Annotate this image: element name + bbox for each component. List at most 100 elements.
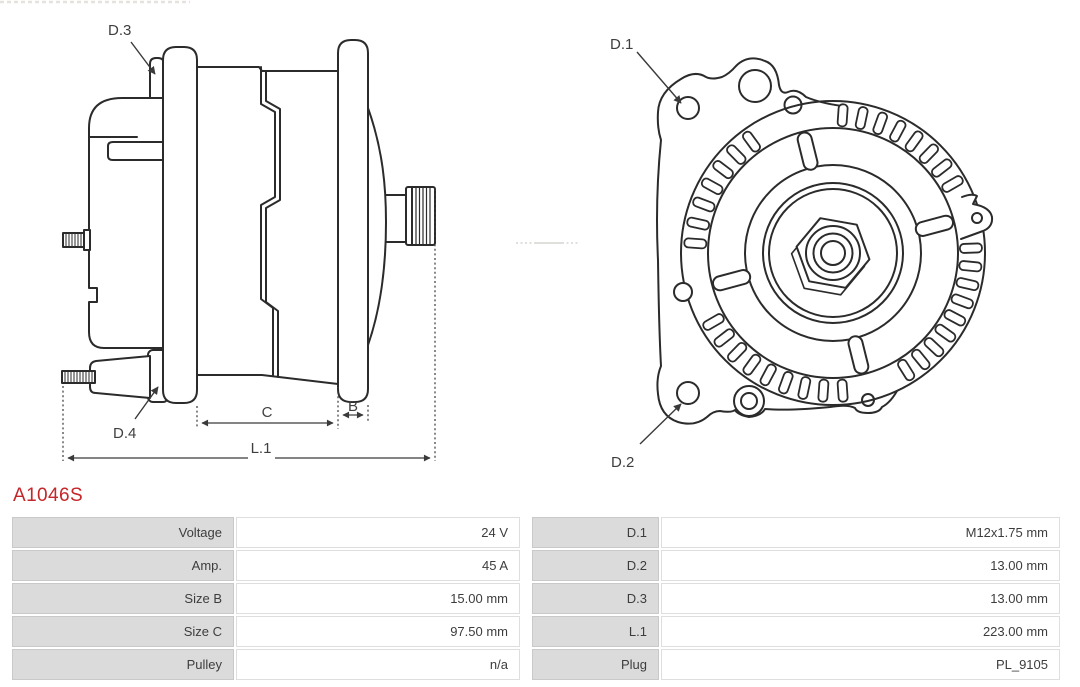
- dim-label-b: B: [348, 398, 358, 415]
- vent-slot: [958, 260, 983, 273]
- rear-view-drawing: [656, 57, 994, 425]
- body-bottom-edge: [196, 374, 339, 385]
- pulley-rim-inner: [762, 182, 904, 324]
- spec-value-cell: 15.00 mm: [236, 583, 520, 614]
- boss-hole-bottom-inner: [740, 392, 758, 410]
- vent-slot: [702, 313, 725, 331]
- vent-slot: [778, 371, 794, 395]
- vent-slot: [726, 144, 747, 165]
- vent-slot: [872, 111, 888, 135]
- spec-value-cell: 223.00 mm: [661, 616, 1060, 647]
- outer-ring: [680, 100, 986, 406]
- vent-slot: [955, 277, 980, 292]
- vent-slot: [943, 309, 967, 327]
- vent-slot: [692, 196, 716, 213]
- vent-slot: [836, 378, 849, 403]
- spec-value-cell: 13.00 mm: [661, 583, 1060, 614]
- spec-label-cell: Size B: [12, 583, 234, 614]
- spec-label-cell: Plug: [532, 649, 659, 680]
- spec-label-cell: Pulley: [12, 649, 234, 680]
- dim-label-l1: L.1: [251, 440, 272, 457]
- lower-boss: [89, 355, 151, 399]
- part-number: A1046S: [13, 485, 84, 506]
- vent-slot: [923, 337, 945, 358]
- shaft-center: [820, 240, 846, 266]
- vent-slot: [759, 363, 777, 387]
- shaft-end: [812, 232, 854, 274]
- rear-cover-bulge: [367, 107, 387, 346]
- spec-label-cell: Amp.: [12, 550, 234, 581]
- pulley-spoke: [796, 131, 819, 171]
- pulley-spokes: [711, 131, 955, 375]
- spec-value-cell: PL_9105: [661, 649, 1060, 680]
- bracket-outline: [656, 57, 898, 425]
- spec-row: Amp.45 A: [12, 550, 520, 581]
- front-bracket-leg: [162, 46, 198, 404]
- vent-slot: [683, 237, 708, 250]
- dim-label-d3: D.3: [108, 22, 131, 39]
- rear-housing: [88, 97, 164, 349]
- vent-slot: [950, 293, 974, 310]
- dim-label-d4: D.4: [113, 425, 136, 442]
- dim-label-d1: D.1: [610, 36, 633, 53]
- vent-slot: [817, 378, 830, 403]
- spline-teeth: [415, 187, 431, 245]
- vent-slot: [742, 353, 762, 376]
- terminal-stud-upper: [62, 229, 91, 251]
- terminal-stud-lower: [61, 370, 96, 384]
- vent-slot: [918, 143, 939, 165]
- vent-slot-ring: [683, 103, 983, 403]
- spec-value-cell: 97.50 mm: [236, 616, 520, 647]
- mount-ear: [149, 57, 165, 99]
- pulley-spoke: [711, 269, 752, 292]
- vent-slot: [897, 358, 916, 382]
- splined-shaft-end: [405, 186, 436, 246]
- vent-slot: [700, 177, 724, 196]
- spec-value-cell: M12x1.75 mm: [661, 517, 1060, 548]
- mount-hole-d1: [676, 96, 700, 120]
- body-circle: [707, 127, 959, 379]
- spec-value-cell: 24 V: [236, 517, 520, 548]
- vent-slot: [889, 119, 907, 143]
- spec-label-cell: D.1: [532, 517, 659, 548]
- dim-label-c: C: [262, 404, 273, 421]
- vent-slot: [727, 341, 748, 363]
- dim-label-d2: D.2: [611, 454, 634, 471]
- rear-view-pointers: [636, 51, 682, 445]
- ear-hole: [971, 212, 983, 224]
- parting-line: [265, 70, 281, 378]
- vent-slot: [911, 348, 931, 371]
- vent-slot: [904, 130, 924, 153]
- spec-value-cell: n/a: [236, 649, 520, 680]
- spec-label-cell: Size C: [12, 616, 234, 647]
- spec-label-cell: D.2: [532, 550, 659, 581]
- spec-label-cell: Voltage: [12, 517, 234, 548]
- spec-value-cell: 13.00 mm: [661, 550, 1060, 581]
- vent-slot: [931, 158, 953, 178]
- mount-hole-d2: [676, 381, 700, 405]
- pulley-rim-outer: [744, 164, 922, 342]
- parting-line: [260, 66, 276, 376]
- vent-slot: [941, 175, 964, 193]
- spec-label-cell: L.1: [532, 616, 659, 647]
- mount-hole-top: [738, 69, 772, 103]
- vent-slot: [712, 160, 734, 180]
- vent-slot: [959, 242, 983, 254]
- side-view-drawing: [61, 39, 436, 404]
- pulley-spoke: [914, 214, 955, 237]
- pulley-spoke: [847, 335, 870, 375]
- left-face-hole: [673, 282, 693, 302]
- technical-drawings: D.3 D.4 C B L.1 D.1 D.: [0, 0, 994, 471]
- side-view-dimensions: [62, 41, 436, 462]
